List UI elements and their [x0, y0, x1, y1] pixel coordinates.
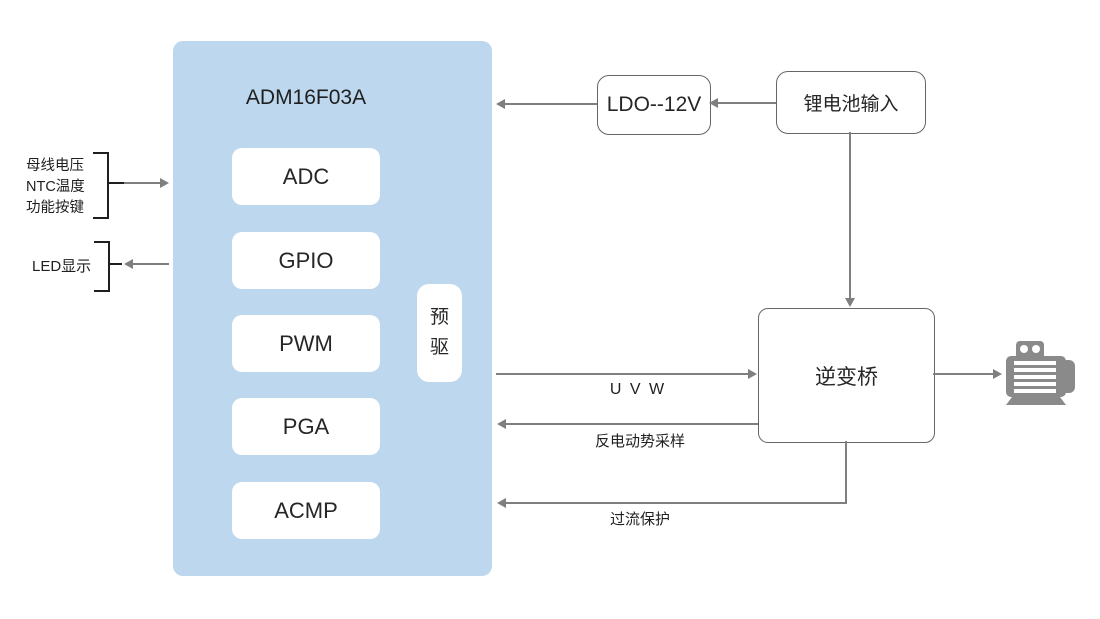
arrow-ocp-hline: [505, 502, 847, 504]
predriver-box: 预 驱: [417, 284, 462, 382]
mcu-block-acmp: ACMP: [232, 482, 380, 539]
mcu-title: ADM16F03A: [245, 86, 367, 109]
arrow-ocp-head: [497, 498, 506, 508]
arrow-bemf-line: [505, 423, 758, 425]
uvw-label: U V W: [609, 381, 667, 398]
battery-label: 锂电池输入: [803, 94, 899, 115]
input-bracket-stub: [107, 182, 124, 184]
motor-icon: [1006, 341, 1075, 405]
arrow-uvw-head: [748, 369, 757, 379]
inverter-label: 逆变桥: [815, 365, 878, 389]
bemf-label: 反电动势采样: [594, 433, 685, 450]
arrow-ldo-to-mcu-line: [504, 103, 597, 105]
arrow-inverter-to-motor-head: [993, 369, 1002, 379]
mcu-block-pga: PGA: [232, 398, 380, 455]
mcu-block-gpio: GPIO: [232, 232, 380, 289]
mcu-block-pwm: PWM: [232, 315, 380, 372]
ocp-label: 过流保护: [609, 511, 670, 528]
gpio-label: GPIO: [278, 247, 334, 273]
led-bracket: [94, 241, 110, 292]
arrow-battery-to-inverter-head: [845, 298, 855, 307]
pwm-label: PWM: [279, 330, 333, 356]
mcu-block-adc: ADC: [232, 148, 380, 205]
arrow-inverter-to-motor-line: [933, 373, 993, 375]
arrow-ldo-to-mcu-head: [496, 99, 505, 109]
function-key-label: 功能按键: [26, 200, 84, 216]
arrow-mcu-to-led-line: [133, 263, 169, 265]
acmp-label: ACMP: [274, 497, 338, 523]
battery-input-box: 锂电池输入: [776, 71, 926, 134]
arrow-battery-to-ldo-line: [717, 102, 776, 104]
led-bracket-stub: [108, 263, 122, 265]
analog-input-labels: 母线电压 NTC温度 功能按键: [26, 156, 106, 219]
bus-voltage-label: 母线电压: [26, 158, 84, 174]
arrow-battery-to-ldo-head: [709, 98, 718, 108]
pga-label: PGA: [282, 413, 330, 439]
predriver-char-2: 驱: [429, 337, 449, 358]
arrow-bemf-head: [497, 419, 506, 429]
arrow-mcu-to-led-head: [124, 259, 133, 269]
arrow-ocp-vline: [845, 441, 847, 504]
predriver-char-1: 预: [429, 307, 449, 328]
input-bracket: [93, 152, 109, 219]
arrow-battery-to-inverter-line: [849, 132, 851, 299]
adc-label: ADC: [282, 163, 330, 189]
ldo-box: LDO--12V: [597, 75, 711, 135]
ntc-temp-label: NTC温度: [26, 179, 85, 195]
arrow-inputs-to-mcu-line: [124, 182, 160, 184]
led-display-label: LED显示: [32, 258, 92, 275]
ldo-label: LDO--12V: [606, 93, 702, 116]
arrow-uvw-line: [496, 373, 748, 375]
arrow-inputs-to-mcu-head: [160, 178, 169, 188]
inverter-bridge-box: 逆变桥: [758, 308, 935, 443]
